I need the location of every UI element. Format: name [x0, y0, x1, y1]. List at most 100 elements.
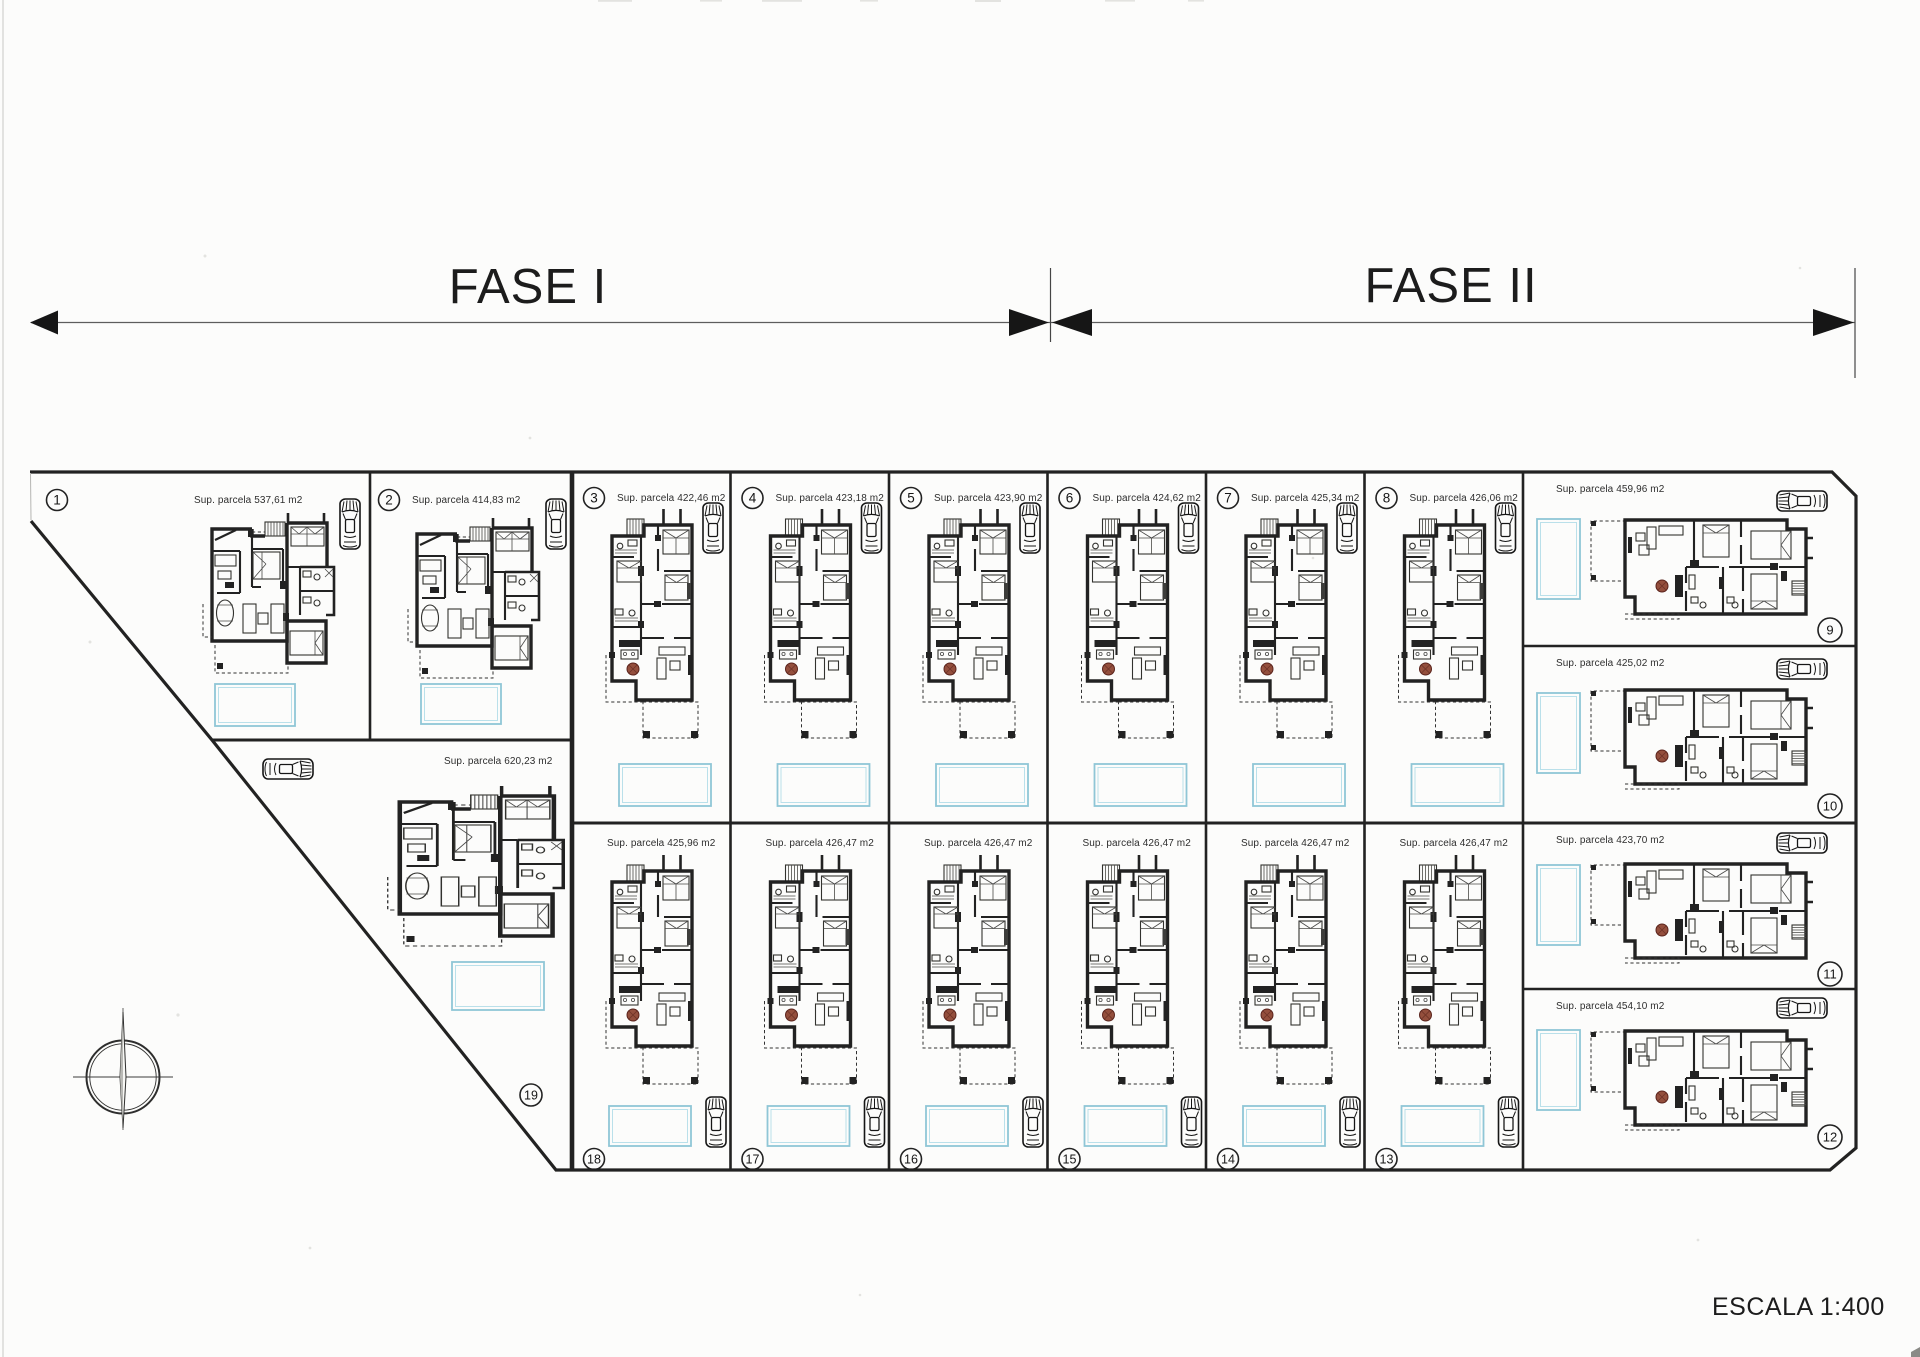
parcel-6-number: 6 — [1066, 491, 1074, 506]
parcel-19-number: 19 — [524, 1089, 538, 1103]
parcel-2-number: 2 — [385, 493, 393, 508]
parcel-2-area-label: Sup. parcela 414,83 m2 — [412, 495, 521, 506]
parcel-6-pool — [1093, 763, 1188, 807]
parcel-9-number: 9 — [1826, 623, 1833, 638]
parcel-15-number: 15 — [1063, 1153, 1077, 1167]
parcel-11: 11 Sup. parcela 423,70 m2 — [1536, 833, 1843, 987]
parcel-3-number-circle — [582, 486, 606, 510]
parcel-17-number-circle — [741, 1147, 764, 1171]
parcel-7: 7 Sup. parcela 425,34 m2 — [1216, 486, 1360, 807]
parcel-16-area-label: Sup. parcela 426,47 m2 — [924, 838, 1033, 849]
parcel-14: 14 Sup. parcela 426,47 m2 — [1216, 838, 1361, 1171]
parcel-8-area-label: Sup. parcela 426,06 m2 — [1410, 493, 1519, 504]
phase2-label: FASE II — [1364, 259, 1537, 313]
plot-boundary — [29, 470, 1858, 1172]
parcel-19-pool — [451, 961, 545, 1011]
parcel-2-number-circle — [377, 488, 401, 512]
parcel-14-area-label: Sup. parcela 426,47 m2 — [1241, 838, 1350, 849]
parcel-8-pool — [1410, 763, 1505, 807]
parcel-14-pool — [1242, 1105, 1326, 1147]
parcel-18: 18 Sup. parcela 425,96 m2 — [582, 838, 727, 1171]
parcel-8-number: 8 — [1383, 491, 1391, 506]
parcel-16: 16 Sup. parcela 426,47 m2 — [899, 838, 1044, 1171]
parcel-12-pool — [1536, 1029, 1581, 1111]
parcel-4-number-circle — [741, 486, 764, 510]
phase1-label: FASE I — [449, 260, 608, 314]
parcel-7-area-label: Sup. parcela 425,34 m2 — [1251, 493, 1360, 504]
parcel-16-pool — [925, 1105, 1009, 1147]
parcel-1-number: 1 — [53, 493, 61, 508]
parcel-13-number: 13 — [1380, 1153, 1394, 1167]
dim-arrow-mid-right — [1052, 309, 1092, 336]
parcel-18-number-circle — [582, 1147, 606, 1171]
dim-arrow-left — [30, 310, 58, 335]
parcel-12-number-circle — [1817, 1124, 1843, 1150]
parcel-3-area-label: Sup. parcela 422,46 m2 — [617, 493, 726, 504]
parcel-10-number-circle — [1817, 793, 1843, 819]
boundary-outline — [29, 470, 1858, 1172]
parcel-12: 12 Sup. parcela 454,10 m2 — [1536, 998, 1843, 1150]
parcel-4-number: 4 — [749, 491, 757, 506]
parcel-3: 3 Sup. parcela 422,46 m2 — [582, 486, 726, 807]
parcel-4-pool — [776, 763, 871, 807]
parcel-12-area-label: Sup. parcela 454,10 m2 — [1556, 1001, 1665, 1012]
parcel-19-area-label: Sup. parcela 620,23 m2 — [444, 756, 553, 767]
parcel-3-number: 3 — [590, 491, 598, 506]
parcel-5: 5 Sup. parcela 423,90 m2 — [899, 486, 1043, 807]
parcel-9-number-circle — [1817, 617, 1843, 643]
parcel-13: 13 Sup. parcela 426,47 m2 — [1375, 838, 1520, 1171]
parcel-11-area-label: Sup. parcela 423,70 m2 — [1556, 835, 1665, 846]
parcel-1: 1 Sup. parcela 537,61 m2 — [45, 488, 361, 727]
parcel-6: 6 Sup. parcela 424,62 m2 — [1058, 486, 1202, 807]
parcel-5-number: 5 — [907, 491, 915, 506]
parcel-10: 10 Sup. parcela 425,02 m2 — [1536, 658, 1843, 819]
parcel-19: 19 Sup. parcela 620,23 m2 — [263, 756, 563, 1107]
parcel-15-area-label: Sup. parcela 426,47 m2 — [1083, 838, 1192, 849]
parcel-14-number: 14 — [1221, 1153, 1235, 1167]
parcel-5-number-circle — [899, 486, 923, 510]
parcel-7-number-circle — [1216, 486, 1240, 510]
dim-arrow-right — [1813, 309, 1854, 336]
parcel-9: 9 Sup. parcela 459,96 m2 — [1536, 484, 1843, 643]
parcel-5-area-label: Sup. parcela 423,90 m2 — [934, 493, 1043, 504]
parcel-6-area-label: Sup. parcela 424,62 m2 — [1093, 493, 1202, 504]
scale-label: ESCALA 1:400 — [1712, 1293, 1885, 1321]
parcel-9-pool — [1536, 518, 1581, 600]
parcel-11-number: 11 — [1823, 967, 1837, 982]
parcel-14-number-circle — [1216, 1147, 1240, 1171]
parcel-17: 17 Sup. parcela 426,47 m2 — [741, 838, 886, 1171]
parcel-17-number: 17 — [746, 1153, 760, 1167]
parcel-10-area-label: Sup. parcela 425,02 m2 — [1556, 658, 1665, 669]
parcel-18-area-label: Sup. parcela 425,96 m2 — [607, 838, 716, 849]
parcel-5-pool — [935, 763, 1029, 807]
phase-dimension: FASE I FASE II — [30, 259, 1856, 378]
parcel-7-number: 7 — [1224, 491, 1232, 506]
parcel-7-pool — [1252, 763, 1346, 807]
parcel-4-area-label: Sup. parcela 423,18 m2 — [776, 493, 885, 504]
parcel-3-pool — [618, 763, 712, 807]
parcel-2: 2 Sup. parcela 414,83 m2 — [377, 488, 567, 725]
parcel-10-pool — [1536, 692, 1581, 774]
parcel-18-pool — [608, 1105, 692, 1147]
parcel-13-number-circle — [1375, 1147, 1398, 1171]
parcel-13-pool — [1400, 1105, 1485, 1147]
parcel-15: 15 Sup. parcela 426,47 m2 — [1058, 838, 1203, 1171]
parcel-6-number-circle — [1058, 486, 1081, 510]
parcel-18-number: 18 — [587, 1153, 601, 1167]
parcel-16-number-circle — [899, 1147, 923, 1171]
parcel-dividers — [212, 472, 1856, 1170]
parcel-10-number: 10 — [1823, 799, 1837, 814]
parcel-16-number: 16 — [904, 1153, 918, 1167]
parcel-1-area-label: Sup. parcela 537,61 m2 — [194, 495, 303, 506]
parcel-17-pool — [766, 1105, 851, 1147]
parcel-17-area-label: Sup. parcela 426,47 m2 — [766, 838, 875, 849]
parcel-13-area-label: Sup. parcela 426,47 m2 — [1400, 838, 1509, 849]
parcel-15-pool — [1083, 1105, 1168, 1147]
parcel-15-number-circle — [1058, 1147, 1081, 1171]
parcel-12-number: 12 — [1823, 1130, 1837, 1145]
parcel-9-area-label: Sup. parcela 459,96 m2 — [1556, 484, 1665, 495]
parcel-1-number-circle — [45, 488, 69, 512]
